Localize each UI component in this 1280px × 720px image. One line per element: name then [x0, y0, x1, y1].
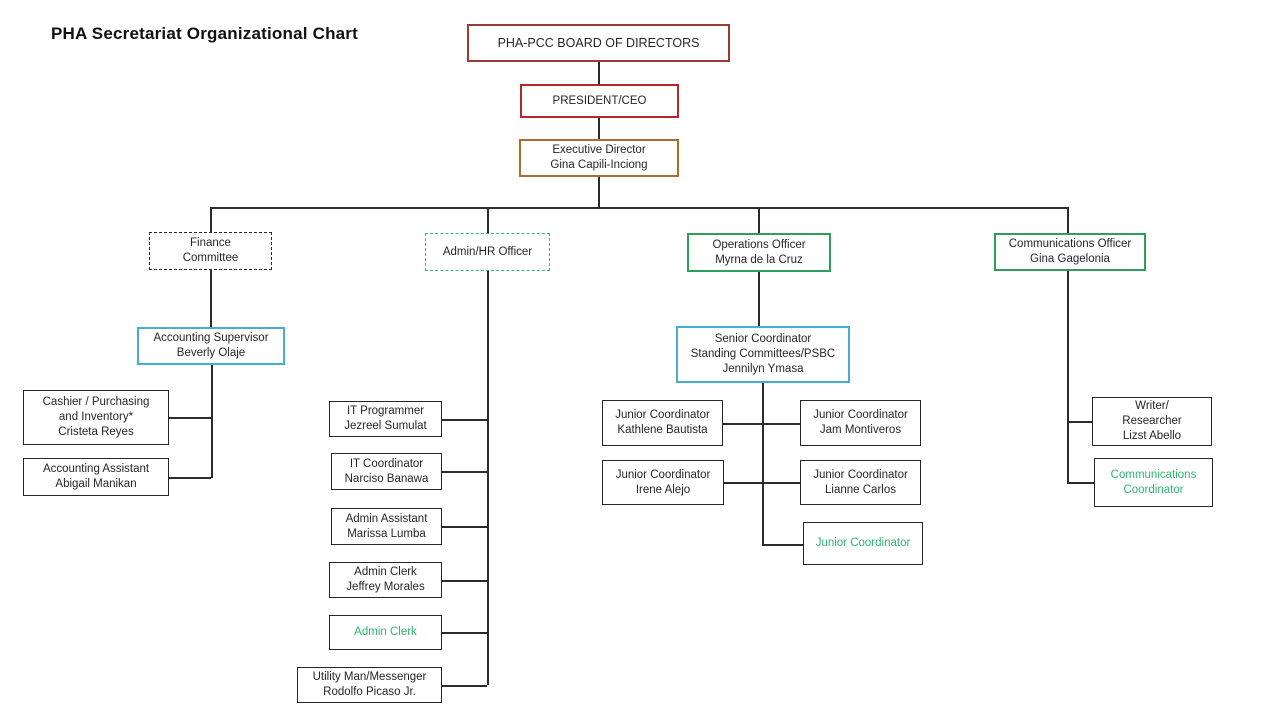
node-accounting-supervisor: Accounting Supervisor Beverly Olaje [137, 327, 285, 365]
connector-line [442, 632, 487, 634]
connector-line [210, 269, 212, 327]
node-person: Cristeta Reyes [58, 426, 134, 438]
node-label: Writer/ [1135, 400, 1169, 412]
node-person: Jezreel Sumulat [344, 420, 427, 432]
node-junior-coordinator-carlos: Junior Coordinator Lianne Carlos [800, 460, 921, 505]
connector-line [723, 423, 800, 425]
node-person: Jeffrey Morales [346, 581, 425, 593]
node-label: PRESIDENT/CEO [552, 94, 647, 107]
connector-line [724, 482, 800, 484]
node-junior-coordinator-vacant: Junior Coordinator [803, 522, 923, 565]
node-junior-coordinator-montiveros: Junior Coordinator Jam Montiveros [800, 400, 921, 446]
node-writer-researcher: Writer/ Researcher Lizst Abello [1092, 397, 1212, 446]
node-label: Junior Coordinator [615, 468, 711, 481]
node-it-coordinator: IT Coordinator Narciso Banawa [331, 453, 442, 490]
node-person: Marissa Lumba [347, 527, 426, 540]
node-label: Admin Clerk [354, 626, 417, 638]
connector-line [487, 207, 489, 233]
connector-line [442, 471, 487, 473]
node-label: Coordinator [1123, 483, 1184, 496]
node-label: Researcher [1122, 415, 1182, 427]
node-label: Finance [190, 237, 231, 249]
node-person: Lizst Abello [1122, 430, 1182, 442]
node-person: Gina Gagelonia [1030, 253, 1110, 265]
connector-line [1067, 482, 1094, 484]
node-junior-coordinator-alejo: Junior Coordinator Irene Alejo [602, 460, 724, 505]
node-operations-officer: Operations Officer Myrna de la Cruz [687, 233, 831, 272]
node-person: Lianne Carlos [825, 483, 896, 496]
node-it-programmer: IT Programmer Jezreel Sumulat [329, 401, 442, 437]
node-person: Kathlene Bautista [617, 424, 708, 436]
node-person: Jam Montiveros [819, 424, 902, 436]
node-label: Junior Coordinator [615, 409, 710, 421]
node-label: Operations Officer [712, 238, 806, 251]
connector-line [762, 544, 803, 546]
node-communications-coordinator: Communications Coordinator [1094, 458, 1213, 507]
node-label: Communications Officer [1008, 238, 1132, 250]
node-admin-assistant: Admin Assistant Marissa Lumba [331, 508, 442, 545]
node-label: and Inventory* [58, 411, 134, 423]
node-person: Beverly Olaje [176, 347, 246, 359]
node-person: Gina Capili-Inciong [550, 159, 648, 171]
connector-line [487, 271, 489, 685]
node-label: Cashier / Purchasing [42, 396, 150, 408]
connector-line [442, 419, 487, 421]
connector-line [598, 176, 600, 208]
node-label: Admin Assistant [345, 512, 428, 525]
node-senior-coordinator: Senior Coordinator Standing Committees/P… [676, 326, 850, 383]
connector-line [211, 365, 213, 478]
node-communications-officer: Communications Officer Gina Gagelonia [994, 233, 1146, 271]
node-label: Junior Coordinator [813, 409, 908, 421]
node-label: Communications [1110, 468, 1197, 481]
node-admin-clerk-vacant: Admin Clerk [329, 615, 442, 650]
node-person: Myrna de la Cruz [715, 253, 803, 266]
connector-line [169, 417, 211, 419]
connector-line [210, 207, 212, 232]
node-executive-director: Executive Director Gina Capili-Inciong [519, 139, 679, 177]
node-person: Abigail Manikan [55, 478, 137, 490]
connector-line [442, 580, 487, 582]
connector-line [442, 685, 487, 687]
node-board-of-directors: PHA-PCC BOARD OF DIRECTORS [467, 24, 730, 62]
connector-line [758, 272, 760, 326]
node-label: Accounting Supervisor [153, 332, 269, 344]
connector-line [1067, 207, 1069, 233]
node-cashier-purchasing: Cashier / Purchasing and Inventory* Cris… [23, 390, 169, 445]
node-label: Standing Committees/PSBC [690, 348, 836, 360]
connector-line [758, 207, 760, 233]
connector-line [169, 477, 211, 479]
connector-line [1067, 421, 1092, 423]
page-title: PHA Secretariat Organizational Chart [51, 24, 358, 43]
connector-line [762, 383, 764, 545]
node-label: Junior Coordinator [815, 537, 911, 549]
node-admin-hr-officer: Admin/HR Officer [425, 233, 550, 271]
connector-line [210, 207, 1068, 209]
node-person: Narciso Banawa [344, 472, 429, 485]
node-label: Senior Coordinator [714, 333, 812, 345]
node-label: Accounting Assistant [42, 463, 150, 475]
node-label: Admin/HR Officer [442, 245, 533, 258]
node-utility-man-messenger: Utility Man/Messenger Rodolfo Picaso Jr. [297, 667, 442, 703]
node-person: Irene Alejo [635, 483, 691, 496]
node-junior-coordinator-bautista: Junior Coordinator Kathlene Bautista [602, 400, 723, 446]
node-admin-clerk-morales: Admin Clerk Jeffrey Morales [329, 562, 442, 598]
connector-line [1067, 271, 1069, 483]
connector-line [442, 526, 487, 528]
connector-line [598, 118, 600, 139]
node-finance-committee: Finance Committee [149, 232, 272, 270]
connector-line [598, 61, 600, 84]
node-label: Junior Coordinator [813, 468, 908, 481]
node-accounting-assistant: Accounting Assistant Abigail Manikan [23, 458, 169, 496]
node-person: Jennilyn Ymasa [722, 363, 804, 375]
node-label: Committee [182, 252, 239, 264]
node-label: PHA-PCC BOARD OF DIRECTORS [497, 35, 700, 50]
node-president-ceo: PRESIDENT/CEO [520, 84, 679, 118]
node-label: Executive Director [552, 144, 646, 156]
node-label: Admin Clerk [354, 566, 417, 578]
node-label: IT Programmer [346, 405, 425, 417]
node-label: Utility Man/Messenger [312, 671, 427, 683]
node-label: IT Coordinator [349, 457, 424, 470]
node-person: Rodolfo Picaso Jr. [323, 686, 416, 698]
